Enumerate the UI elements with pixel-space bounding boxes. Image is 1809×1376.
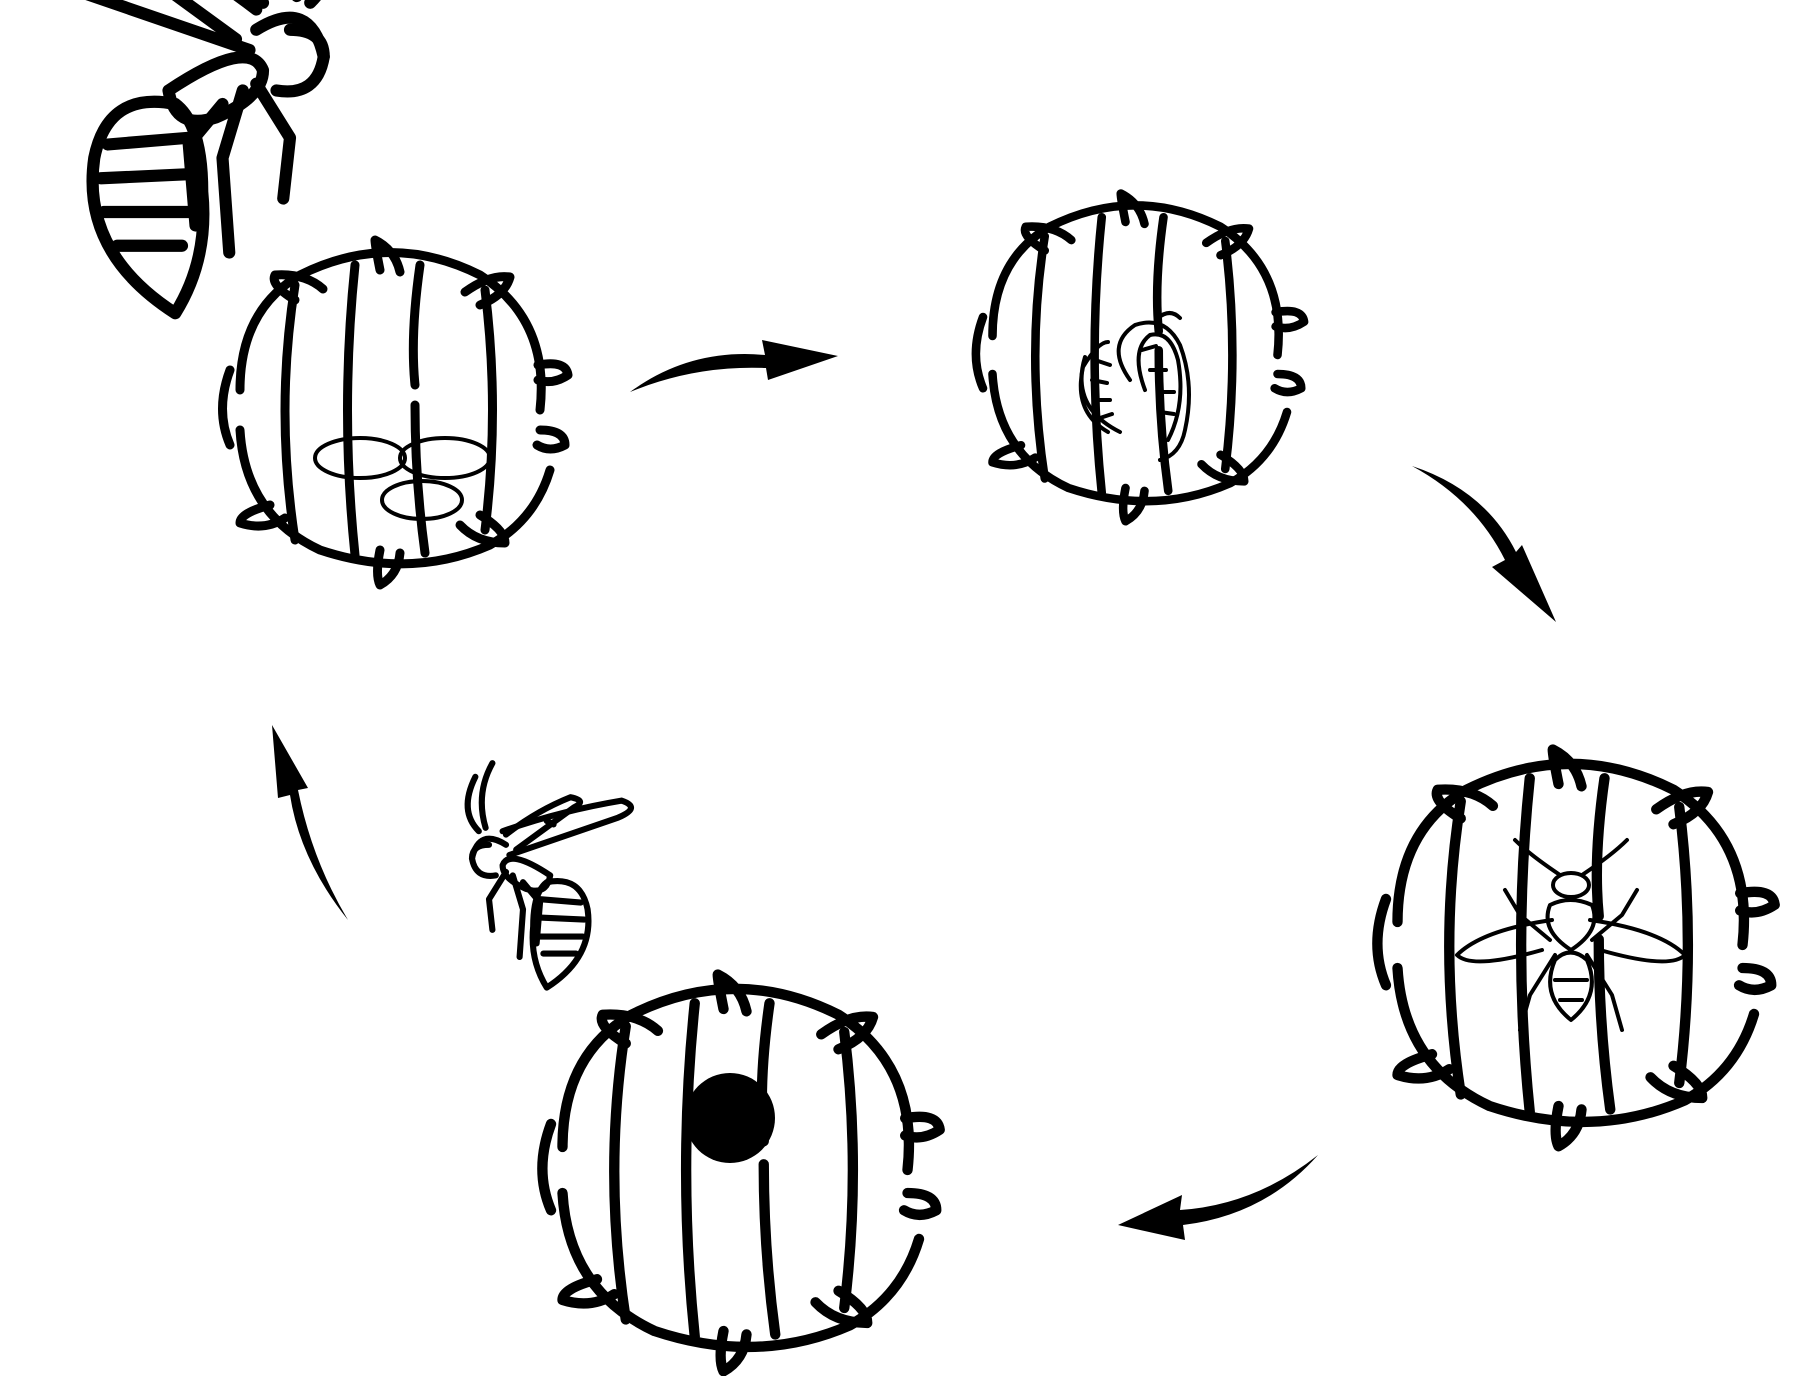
arrow-stage3-to-stage4 bbox=[1118, 1155, 1318, 1240]
pupa-wasp-icon bbox=[1457, 840, 1685, 1030]
arrow-stage2-to-stage3 bbox=[1412, 466, 1556, 622]
scale-insect-icon bbox=[223, 240, 569, 585]
wasp-icon bbox=[8, 0, 332, 313]
wasp-icon bbox=[468, 763, 631, 987]
exit-hole-icon bbox=[685, 1073, 775, 1163]
stage-2-larva bbox=[976, 193, 1304, 521]
arrow-stage4-to-stage1 bbox=[272, 725, 348, 920]
scale-insect-icon bbox=[542, 975, 939, 1372]
egg-icon bbox=[315, 438, 490, 519]
stage-3-pupa bbox=[1377, 750, 1774, 1147]
stage-1-oviposition bbox=[8, 0, 568, 585]
stage-4-emergence bbox=[468, 763, 940, 1371]
arrow-stage1-to-stage2 bbox=[630, 340, 838, 392]
